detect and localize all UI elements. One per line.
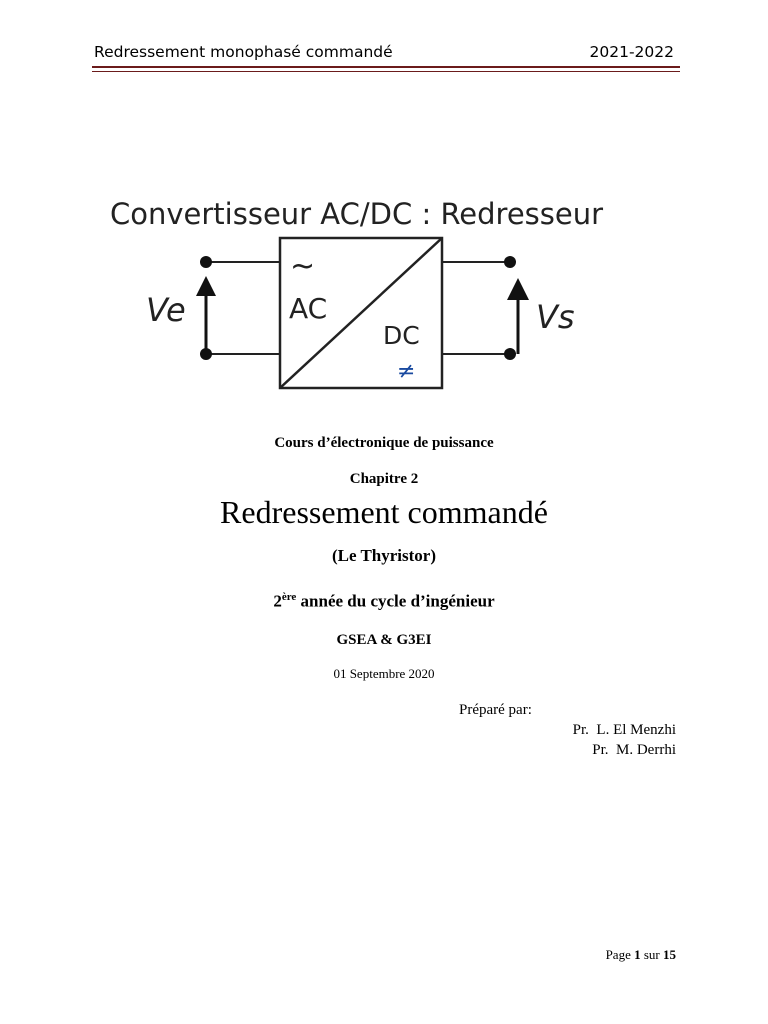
- input-arrow-head: [196, 276, 216, 296]
- input-voltage-label: Ve: [146, 291, 186, 329]
- converter-diagram: Convertisseur AC/DC : Redresseur ~ AC DC…: [110, 197, 603, 390]
- diagram-title: Convertisseur AC/DC : Redresseur: [110, 197, 603, 231]
- ac-symbol: ~: [290, 249, 315, 284]
- author-2: Pr. M. Derrhi: [592, 742, 676, 758]
- page-footer: Page 1 sur 15: [606, 947, 676, 963]
- year-text: année du cycle d’ingénieur: [296, 591, 495, 611]
- footer-page-number: 1: [634, 947, 641, 962]
- output-terminal-top: [504, 256, 516, 268]
- author-1: Pr. L. El Menzhi: [572, 722, 676, 738]
- course-name: Cours d’électronique de puissance: [274, 435, 494, 451]
- dc-symbol: ≠: [397, 359, 415, 384]
- footer-total-pages: 15: [663, 947, 676, 962]
- year-superscript: ère: [281, 591, 297, 603]
- output-voltage-text: Vs: [536, 298, 575, 336]
- header-title: Redressement monophasé commandé: [94, 43, 393, 61]
- output-voltage-label: Vs: [536, 298, 575, 336]
- ac-label: AC: [289, 292, 327, 325]
- year-line: 2ère année du cycle d’ingénieur: [0, 591, 768, 612]
- header-rule: [92, 66, 680, 68]
- footer-of-word: sur: [643, 947, 660, 962]
- footer-page-word: Page: [605, 947, 631, 962]
- groups: GSEA & G3EI: [336, 632, 432, 648]
- converter-box: [278, 236, 444, 390]
- subtitle: (Le Thyristor): [331, 546, 437, 565]
- date: 01 Septembre 2020: [333, 666, 435, 681]
- chapter-label: Chapitre 2: [349, 471, 419, 487]
- page-header: Redressement monophasé commandé 2021-202…: [92, 43, 676, 65]
- prepared-by-label: Préparé par:: [459, 702, 532, 718]
- input-terminal-top: [200, 256, 212, 268]
- input-voltage-text: Ve: [146, 291, 186, 329]
- converter-diagonal: [279, 237, 443, 389]
- output-arrow-head: [507, 278, 529, 300]
- header-rule-thin: [92, 71, 680, 72]
- dc-label: DC: [383, 321, 420, 350]
- header-year: 2021-2022: [589, 43, 675, 61]
- year-number: 2: [273, 591, 282, 611]
- main-title: Redressement commandé: [220, 494, 548, 530]
- output-terminal-bottom: [504, 348, 516, 360]
